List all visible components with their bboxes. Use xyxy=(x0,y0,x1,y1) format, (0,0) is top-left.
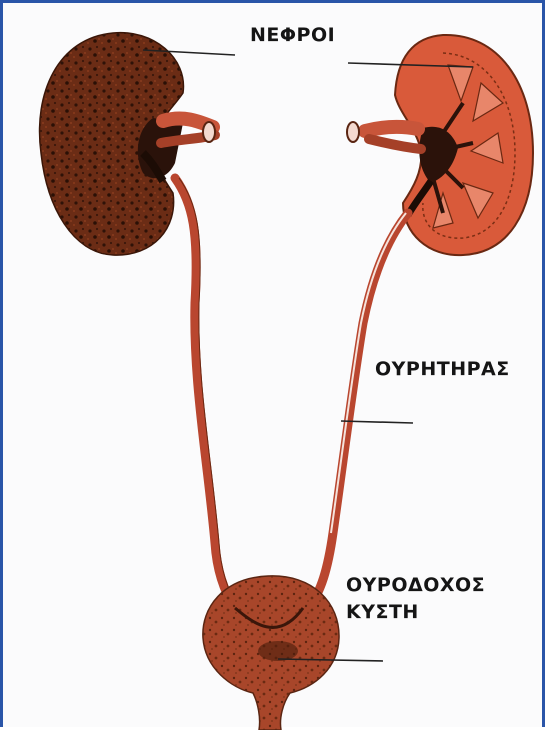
right-ureter xyxy=(308,213,408,608)
kidneys-label: ΝΕΦΡΟΙ xyxy=(250,22,335,48)
ureter-label: ΟΥΡΗΤΗΡΑΣ xyxy=(375,356,510,382)
bladder-label-line1: ΟΥΡΟΔΟΧΟΣ xyxy=(346,572,485,598)
right-kidney xyxy=(347,35,533,255)
bladder-label-line2: ΚΥΣΤΗ xyxy=(346,599,419,625)
left-ureter xyxy=(175,178,235,608)
urinary-bladder xyxy=(203,576,339,730)
